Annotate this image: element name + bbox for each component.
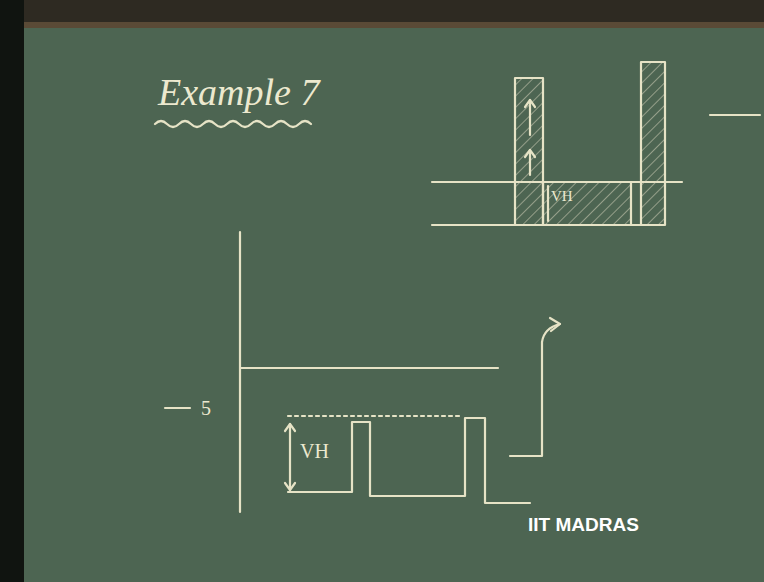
tick [165,407,190,409]
arrow-up [529,100,531,135]
watermark: IIT MADRAS [528,514,639,536]
dimension-arrow [289,424,291,490]
axis-value: 5 [201,397,211,420]
pulse-train [288,418,530,503]
dimension-arrow [547,186,549,221]
title-underline [155,121,311,127]
dotted-level [288,415,462,417]
arrowhead [550,318,560,331]
arrowhead [525,150,535,157]
arrowhead [525,100,535,107]
baseline [432,224,515,226]
amplitude-label: VH [551,188,573,205]
board-frame-left [0,0,24,582]
axis [239,232,241,512]
level-line [240,367,498,369]
arrow-up [529,150,531,175]
pulse [515,78,543,225]
arrowhead [285,424,295,431]
pointer-arrow [510,324,560,456]
pulse [641,62,665,225]
dash [710,114,760,116]
amplitude-label: VH [300,440,329,463]
board-frame-top [0,0,764,22]
hatched-area [543,182,631,225]
baseline [631,224,641,226]
board-ledge [0,22,764,28]
board-title: Example 7 [158,70,319,114]
arrowhead [285,483,295,490]
